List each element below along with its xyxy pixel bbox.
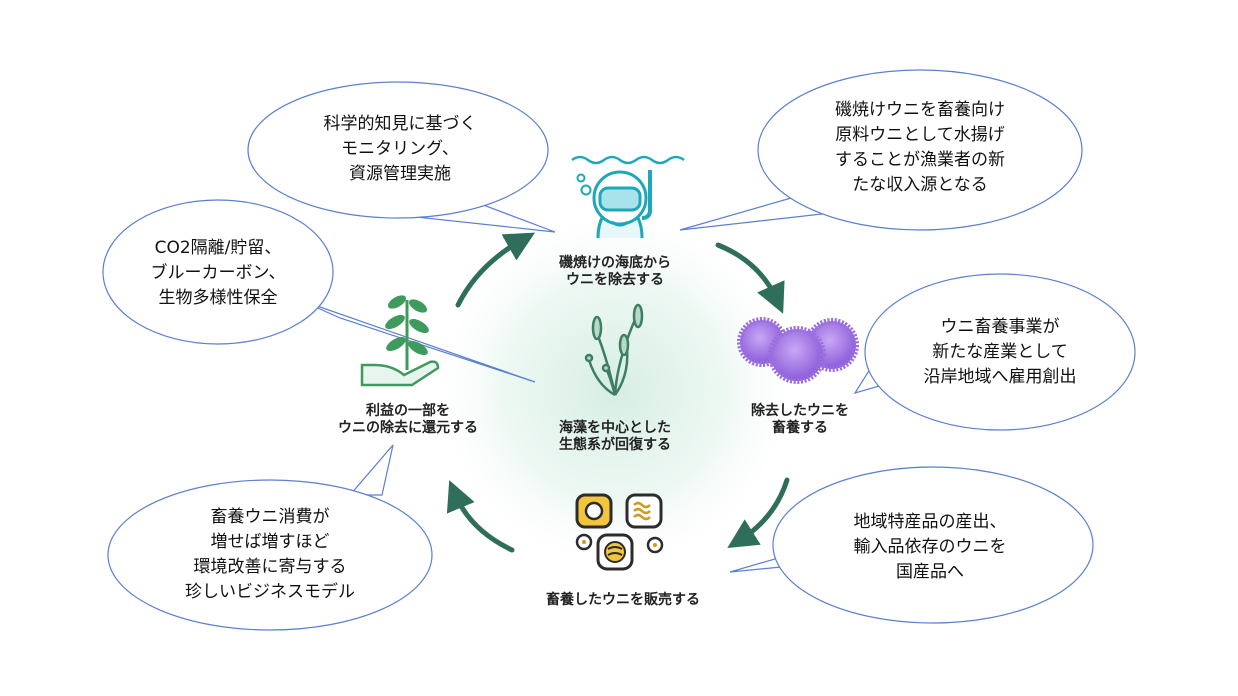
bubble-income-line: たな収入源となる (852, 175, 988, 195)
bubble-model-text: 畜養ウニ消費が 増せば増すほど 環境改善に寄与する 珍しいビジネスモデル (160, 505, 380, 605)
bubble-monitoring-line: 科学的知見に基づく (323, 114, 477, 134)
arrow-to-farm (715, 242, 785, 314)
step-return-line2: ウニの除去に還元する (338, 420, 478, 436)
bubble-model-line: 増せば増すほど (210, 532, 330, 552)
bubble-carbon (102, 199, 536, 383)
arrow-to-remove (455, 232, 536, 308)
step-sell-line1: 畜養したウニを販売する (546, 592, 700, 608)
bubble-employment-line: 新たな産業として (932, 342, 1068, 362)
bubble-income-text: 磯焼けウニを畜養向け 原料ウニとして水揚げ することが漁業者の新 たな収入源とな… (800, 98, 1040, 198)
sea-urchin-icon (737, 317, 859, 384)
bubble-income-line: 原料ウニとして水揚げ (835, 125, 1005, 145)
step-sell-label: 畜養したウニを販売する (518, 592, 728, 609)
bubble-carbon-line: 生物多様性保全 (158, 288, 278, 308)
step-farm-label: 除去したウニを 畜養する (735, 403, 865, 437)
center-line2: 生態系が回復する (559, 437, 671, 453)
bubble-model (107, 444, 433, 631)
bubble-employment-line: ウニ畜養事業が (940, 317, 1060, 337)
bubble-employment-text: ウニ畜養事業が 新たな産業として 沿岸地域へ雇用創出 (910, 315, 1090, 390)
bubble-monitoring-line: 資源管理実施 (349, 164, 451, 184)
step-remove-line2: ウニを除去する (566, 272, 664, 288)
bubble-monitoring-line: モニタリング、 (341, 139, 459, 159)
step-return-line1: 利益の一部を (366, 403, 450, 419)
center-line1: 海藻を中心とした (559, 420, 671, 436)
bubble-carbon-line: CO2隔離/貯留、 (154, 238, 282, 258)
bubble-income-line: することが漁業者の新 (835, 150, 1005, 170)
bubble-local-line: 地域特産品の産出、 (853, 512, 1007, 532)
bubble-local-line: 国産品へ (896, 562, 964, 582)
bubble-model-line: 畜養ウニ消費が (210, 507, 330, 527)
sprout-hand-icon (360, 295, 440, 387)
diver-icon (571, 155, 685, 239)
bubble-employment-line: 沿岸地域へ雇用創出 (923, 367, 1077, 387)
bubble-income (679, 69, 1083, 231)
arrow-to-sell (727, 477, 790, 548)
bubble-model-line: 環境改善に寄与する (193, 557, 347, 577)
bubble-local-text: 地域特産品の産出、 輸入品依存のウニを 国産品へ (830, 510, 1030, 585)
step-remove-line1: 磯焼けの海底から (559, 255, 671, 271)
bubble-local-line: 輸入品依存のウニを (853, 537, 1007, 557)
center-label: 海藻を中心とした 生態系が回復する (540, 420, 690, 454)
bubble-carbon-line: ブルーカーボン、 (150, 263, 286, 283)
bubble-income-line: 磯焼けウニを畜養向け (835, 100, 1005, 120)
bubble-local (729, 466, 1094, 624)
bubble-employment (853, 273, 1136, 431)
step-farm-line2: 畜養する (772, 420, 828, 436)
bubble-model-line: 珍しいビジネスモデル (185, 582, 355, 602)
arrow-to-return (446, 480, 515, 553)
step-return-label: 利益の一部を ウニの除去に還元する (318, 403, 498, 437)
step-farm-line1: 除去したウニを (751, 403, 849, 419)
bubble-monitoring (247, 81, 556, 233)
step-remove-label: 磯焼けの海底から ウニを除去する (540, 255, 690, 289)
seaweed-icon (584, 303, 644, 397)
sushi-icon (575, 493, 664, 571)
bubble-carbon-text: CO2隔離/貯留、 ブルーカーボン、 生物多様性保全 (128, 236, 308, 311)
bubble-monitoring-text: 科学的知見に基づく モニタリング、 資源管理実施 (300, 112, 500, 187)
